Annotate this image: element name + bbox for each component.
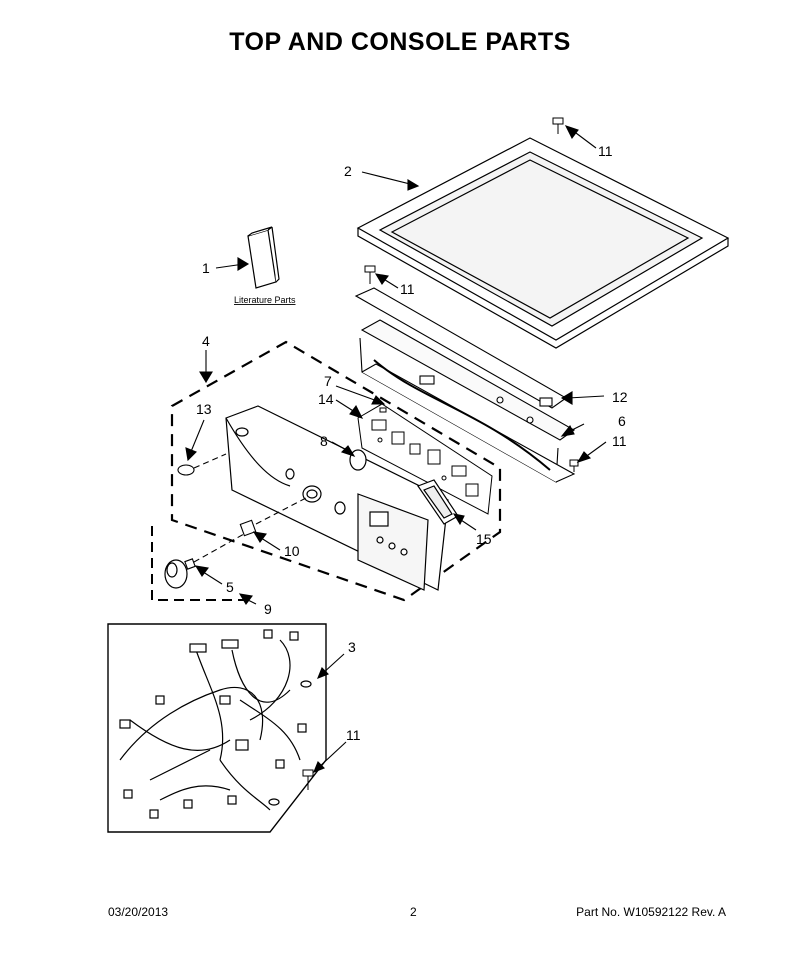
callout-7: 7 [324, 373, 332, 389]
top-panel [356, 137, 730, 349]
callout-10: 10 [284, 543, 300, 559]
screw-11-right [569, 459, 579, 472]
console-bracket [354, 287, 576, 483]
callout-11-top: 11 [598, 143, 613, 159]
button-13 [177, 453, 227, 476]
callout-1: 1 [202, 260, 210, 276]
callout-11-right: 11 [612, 433, 627, 449]
callout-13: 13 [196, 401, 212, 417]
callout-9: 9 [264, 601, 272, 617]
callout-3: 3 [348, 639, 356, 655]
literature-booklet [247, 226, 280, 289]
footer-part-number: Part No. W10592122 Rev. A [576, 905, 726, 919]
callout-6: 6 [618, 413, 626, 429]
callout-5: 5 [226, 579, 234, 595]
screw-11-mid [364, 265, 376, 284]
coupler-10 [239, 497, 307, 537]
callout-14: 14 [318, 391, 334, 407]
leader-lines [185, 125, 607, 773]
console-assembly-outline [170, 340, 502, 602]
console-panel [225, 405, 449, 591]
callout-12: 12 [612, 389, 628, 405]
wire-harness-box [107, 623, 327, 833]
footer-page-number: 2 [410, 905, 417, 919]
callout-numbers: 1 2 3 4 5 6 7 8 9 10 11 11 11 11 12 13 1… [196, 143, 628, 743]
callout-2: 2 [344, 163, 352, 179]
knob-bracket-outline [151, 526, 246, 601]
callout-4: 4 [202, 333, 210, 349]
wire-harness [119, 629, 312, 819]
screw-11-top [552, 117, 564, 134]
shaft-5 [184, 533, 245, 570]
knob-9 [164, 559, 188, 589]
control-board [357, 403, 493, 515]
page-title: TOP AND CONSOLE PARTS [229, 28, 571, 56]
callout-11-bottom: 11 [346, 727, 361, 743]
callout-15: 15 [476, 531, 492, 547]
literature-parts-label: Literature Parts [234, 295, 296, 305]
callout-8: 8 [320, 433, 328, 449]
footer-date: 03/20/2013 [108, 905, 169, 919]
callout-11-mid: 11 [400, 281, 415, 297]
